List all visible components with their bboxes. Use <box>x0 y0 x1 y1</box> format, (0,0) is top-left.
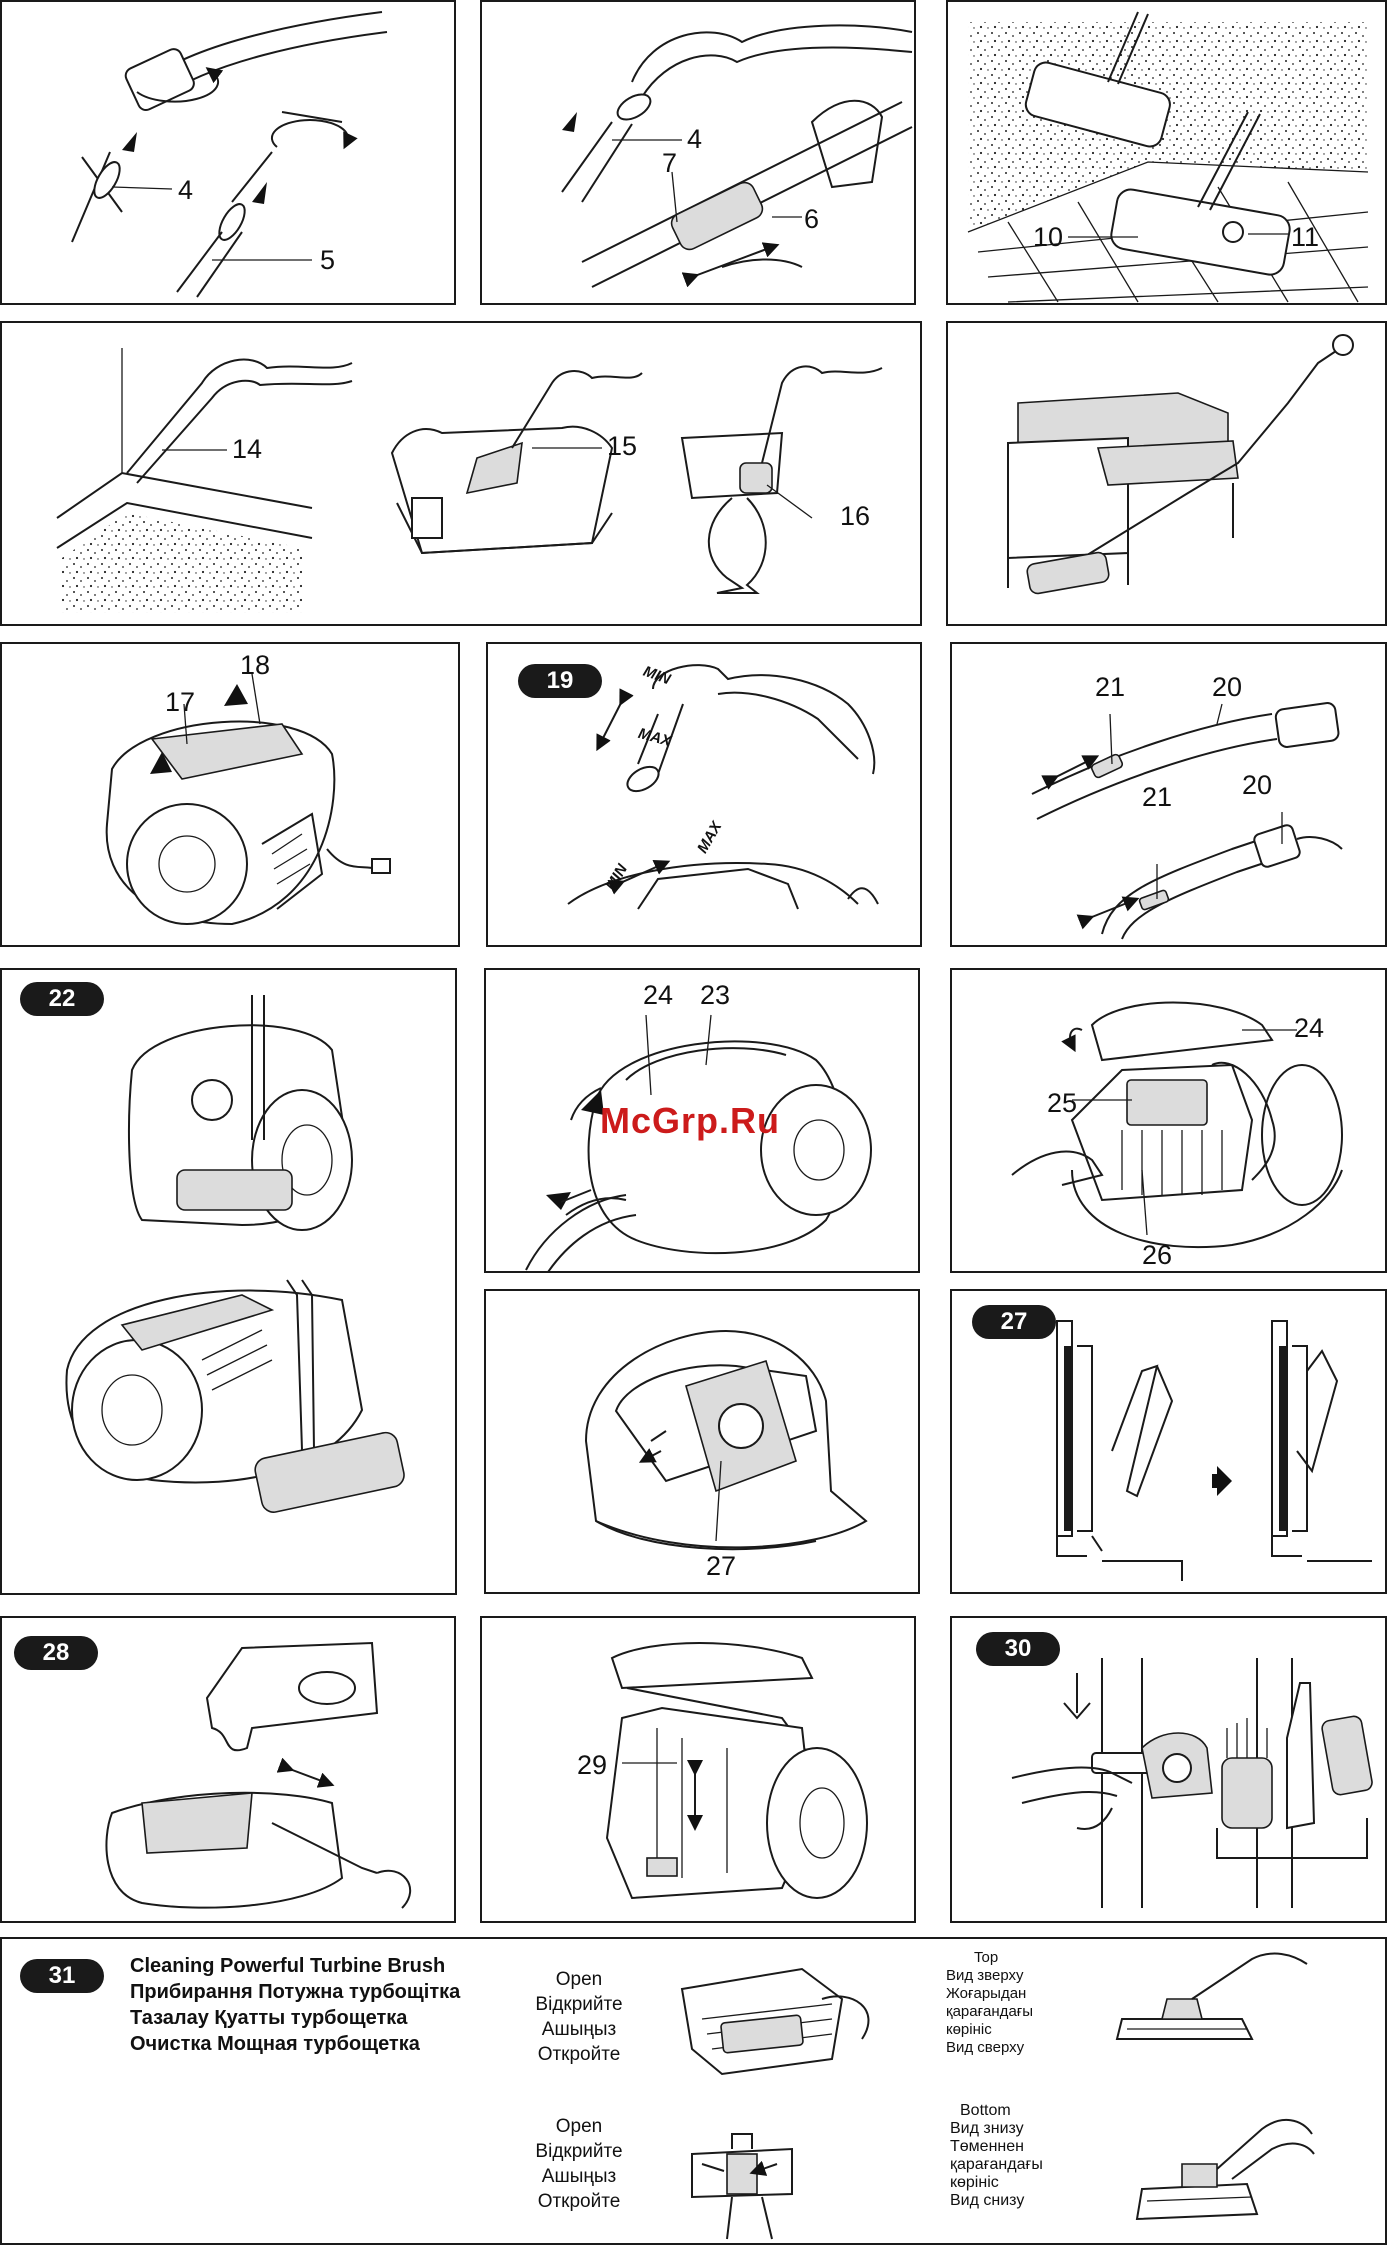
bottom-view-caption: Bottom Вид знизу Төменнен қарағандағы кө… <box>950 2102 1043 2209</box>
panel-attach-tubes: 4 5 <box>0 0 456 305</box>
nozzles-illustration <box>56 348 883 613</box>
part-label: 6 <box>804 204 820 234</box>
section-turbine-brush: 31 Cleaning Powerful Turbine Brush Приби… <box>0 1937 1387 2245</box>
part-label: 23 <box>700 980 731 1010</box>
part-label: 5 <box>320 245 336 275</box>
title-kk: Тазалау Қуатты турбощетка <box>130 2007 408 2029</box>
telescopic-tube-illustration <box>561 24 913 288</box>
part-label: 11 <box>1291 222 1320 252</box>
panel-telescopic-tube: 4 7 6 <box>480 0 916 305</box>
panel-remove-bag: 24 25 26 <box>950 968 1387 1273</box>
bag-holder-illustration <box>584 1329 868 1551</box>
part-label: 29 <box>577 1750 608 1780</box>
panel-power-button: 17 18 <box>0 642 460 947</box>
bag-insert-steps-illustration <box>1056 1320 1372 1581</box>
remove-bag-illustration <box>1011 1001 1343 1249</box>
step-badge: 19 <box>518 664 602 698</box>
part-label: 10 <box>1033 222 1064 252</box>
part-label: 7 <box>662 148 678 178</box>
panel-open-cover: 24 23 <box>484 968 920 1273</box>
floor-brush-illustration <box>967 11 1369 303</box>
part-label: 20 <box>1212 672 1243 702</box>
part-label: 16 <box>840 501 871 531</box>
open-cover-illustration <box>525 1014 872 1271</box>
part-label: 25 <box>1047 1088 1078 1118</box>
storage-illustration <box>65 995 405 1513</box>
step-badge: 31 <box>20 1959 104 1993</box>
panel-floor-brush: 10 11 <box>946 0 1387 305</box>
vacuum-power-illustration <box>105 673 391 926</box>
title-en: Cleaning Powerful Turbine Brush <box>130 1955 446 1977</box>
title-ru: Очистка Мощная турбощетка <box>130 2033 420 2055</box>
panel-bag-insert-steps: 27 <box>950 1289 1387 1594</box>
step-badge: 30 <box>976 1632 1060 1666</box>
part-label: 27 <box>706 1551 737 1581</box>
part-label: 17 <box>165 687 196 717</box>
panel-bag-holder: 27 <box>484 1289 920 1594</box>
part-label: 18 <box>240 650 271 680</box>
part-label: 24 <box>1294 1013 1325 1043</box>
part-label: 26 <box>1142 1240 1173 1270</box>
part-label: 20 <box>1242 770 1273 800</box>
suction-control-illustration <box>567 664 879 910</box>
panel-suction-control: 19 MIN MAX MIN MAX <box>486 642 922 947</box>
open-instruction-bottom: Open Відкрийте Ашыңыз Откройте <box>535 2116 623 2212</box>
part-label: 14 <box>232 434 263 464</box>
panel-bag-holder-remove: 29 <box>480 1616 916 1923</box>
panel-bag-prep: 28 <box>0 1616 456 1923</box>
part-label: 4 <box>687 124 703 154</box>
air-regulator-illustration <box>1031 702 1343 940</box>
panel-accessories: 30 <box>950 1616 1387 1923</box>
armchair-illustration <box>1007 334 1354 595</box>
part-label: 24 <box>643 980 674 1010</box>
panel-air-regulator: 21 20 21 20 <box>950 642 1387 947</box>
tube-attach-illustration <box>71 11 388 298</box>
part-label: 21 <box>1142 782 1173 812</box>
accessories-illustration <box>1011 1658 1373 1908</box>
open-instruction-top: Open Відкрийте Ашыңыз Откройте <box>535 1969 623 2065</box>
part-label: 21 <box>1095 672 1126 702</box>
title-uk: Прибирання Потужна турбощітка <box>130 1981 461 2003</box>
bag-holder-remove-illustration <box>605 1642 868 1900</box>
panel-storage-positions: 22 <box>0 968 457 1595</box>
bag-prep-illustration <box>105 1641 412 1909</box>
top-view-caption: Top Вид зверху Жоғарыдан қарағандағы көр… <box>946 1949 1034 2056</box>
step-badge: 27 <box>972 1305 1056 1339</box>
part-label: 15 <box>607 431 638 461</box>
panel-nozzles: 14 15 16 <box>0 321 922 626</box>
step-badge: 28 <box>14 1636 98 1670</box>
watermark: McGrp.Ru <box>600 1100 781 1141</box>
turbine-brush-illustrations <box>680 1952 1315 2240</box>
step-badge: 22 <box>20 982 104 1016</box>
part-label: 4 <box>178 175 194 205</box>
panel-armchair <box>946 321 1387 626</box>
